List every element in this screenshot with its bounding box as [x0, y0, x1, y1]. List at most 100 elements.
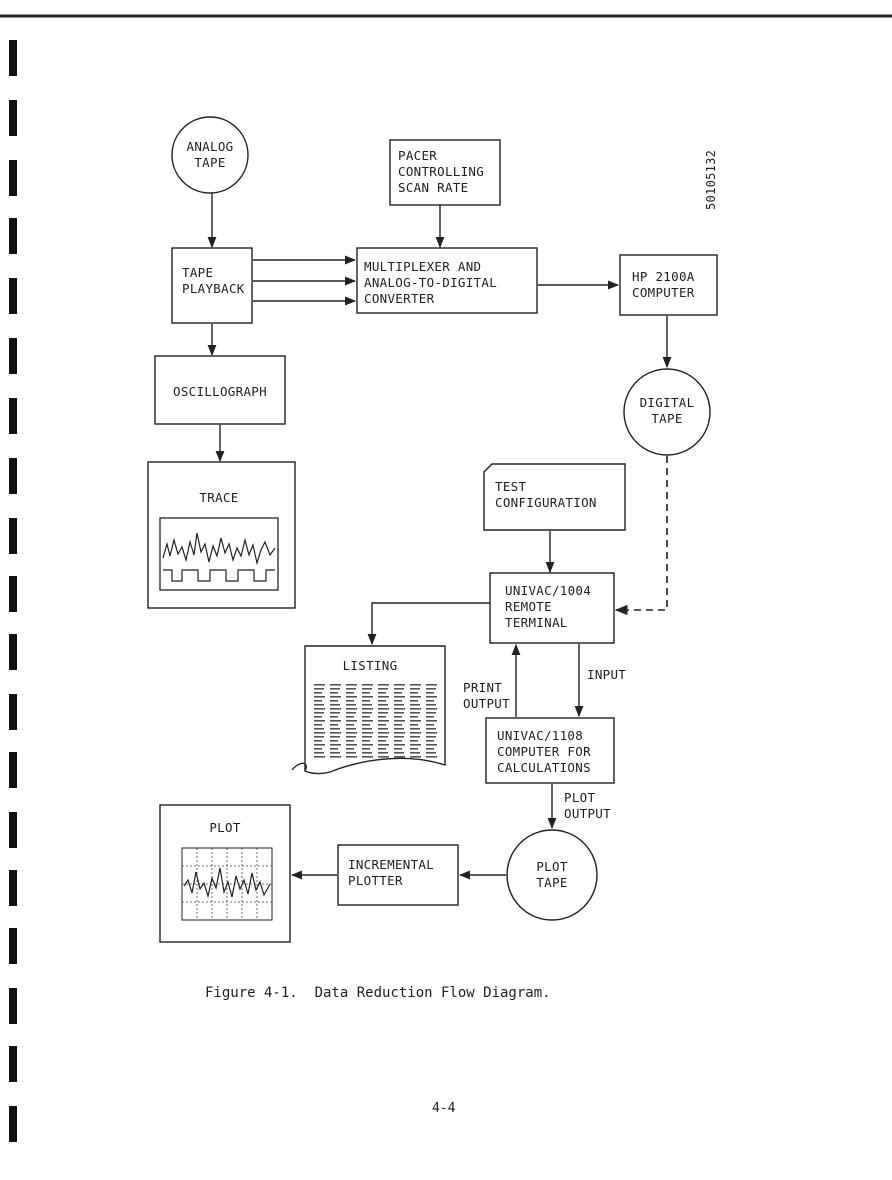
plot-waveform: [183, 867, 271, 899]
listing-print-line: [362, 716, 370, 718]
binder-mark: [9, 278, 17, 314]
listing-print-line: [426, 756, 437, 758]
listing-print-line: [346, 708, 357, 710]
side-code: 50105132: [704, 150, 718, 210]
univac-1004-label-3: TERMINAL: [505, 615, 568, 630]
listing-print-line: [378, 740, 386, 742]
listing-print-line: [362, 732, 373, 734]
listing-print-line: [394, 748, 402, 750]
listing-print-line: [330, 704, 340, 706]
listing-print-line: [394, 700, 402, 702]
listing-print-line: [314, 716, 322, 718]
listing-print-line: [346, 756, 357, 758]
binder-mark: [9, 812, 17, 848]
trace-label: TRACE: [199, 490, 238, 505]
test-configuration-label-2: CONFIGURATION: [495, 495, 597, 510]
listing-print-line: [314, 720, 325, 722]
listing-print-line: [314, 704, 324, 706]
univac-1004-label-2: REMOTE: [505, 599, 552, 614]
plot-output-label-1: PLOT: [564, 790, 595, 805]
tape-playback-node: TAPE PLAYBACK: [171, 247, 253, 324]
listing-print-line: [346, 732, 357, 734]
listing-print-line: [346, 716, 354, 718]
listing-print-line: [394, 732, 405, 734]
listing-print-line: [346, 720, 357, 722]
univac-1108-label-1: UNIVAC/1108: [497, 728, 583, 743]
listing-print-line: [314, 724, 322, 726]
listing-print-line: [346, 688, 356, 690]
listing-print-line: [410, 720, 421, 722]
listing-print-line: [426, 712, 436, 714]
multiplexer-label-3: CONVERTER: [364, 291, 435, 306]
listing-print-line: [362, 692, 370, 694]
hp-computer-label-2: COMPUTER: [632, 285, 695, 300]
listing-print-line: [362, 700, 370, 702]
listing-print-line: [314, 736, 324, 738]
listing-print-line: [314, 684, 325, 686]
listing-print-line: [362, 688, 372, 690]
listing-print-line: [362, 728, 372, 730]
listing-print-line: [362, 724, 370, 726]
listing-print-line: [410, 696, 421, 698]
pacer-label-1: PACER: [398, 148, 437, 163]
listing-print-line: [394, 708, 405, 710]
listing-print-line: [378, 732, 389, 734]
listing-print-line: [426, 732, 437, 734]
listing-print-line: [362, 704, 372, 706]
listing-print-line: [314, 728, 324, 730]
listing-print-line: [330, 684, 341, 686]
listing-print-line: [410, 740, 418, 742]
print-output-label-1: PRINT: [463, 680, 502, 695]
listing-print-line: [362, 740, 370, 742]
trace-node: TRACE: [147, 461, 296, 609]
listing-print-line: [314, 756, 325, 758]
hp-computer-node: HP 2100A COMPUTER: [619, 254, 718, 316]
test-configuration-node: TEST CONFIGURATION: [483, 463, 626, 531]
listing-print-line: [378, 744, 389, 746]
incremental-plotter-node: INCREMENTAL PLOTTER: [337, 844, 459, 906]
digital-tape-label-1: DIGITAL: [640, 395, 695, 410]
trace-strip: [159, 517, 279, 591]
binder-mark: [9, 752, 17, 788]
listing-print-line: [346, 752, 356, 754]
test-configuration-label-1: TEST: [495, 479, 526, 494]
hp-computer-label-1: HP 2100A: [632, 269, 695, 284]
listing-print-line: [410, 692, 418, 694]
binder-mark: [9, 218, 17, 254]
listing-print-line: [314, 708, 325, 710]
listing-print-line: [330, 752, 340, 754]
listing-print-line: [426, 716, 434, 718]
listing-print-line: [410, 704, 420, 706]
listing-print-line: [330, 724, 338, 726]
listing-print-line: [330, 744, 341, 746]
listing-print-line: [394, 756, 405, 758]
listing-node: LISTING: [291, 645, 446, 775]
listing-print-line: [394, 744, 405, 746]
page-number: 4-4: [432, 1101, 456, 1116]
plot-output-label-2: OUTPUT: [564, 806, 611, 821]
listing-print-line: [426, 748, 434, 750]
listing-print-line: [394, 688, 404, 690]
listing-print-line: [378, 720, 389, 722]
input-label: INPUT: [587, 667, 626, 682]
listing-print-line: [378, 712, 388, 714]
listing-print-line: [426, 700, 434, 702]
univac-1108-label-2: COMPUTER FOR: [497, 744, 591, 759]
listing-print-line: [394, 724, 402, 726]
analog-tape-node: ANALOG TAPE: [171, 116, 249, 194]
listing-label: LISTING: [343, 658, 398, 673]
listing-print-line: [314, 740, 322, 742]
print-output-label-2: OUTPUT: [463, 696, 510, 711]
edge-digital-tape-to-univac-1004: [614, 456, 668, 616]
listing-print-line: [378, 688, 388, 690]
binder-mark: [9, 398, 17, 434]
listing-print-line: [426, 692, 434, 694]
listing-print-line: [330, 740, 338, 742]
listing-print-line: [394, 752, 404, 754]
plot-tape-label-2: TAPE: [536, 875, 567, 890]
listing-print-line: [426, 724, 434, 726]
binder-mark: [9, 928, 17, 964]
edge-univac-1004-to-listing: [367, 602, 490, 646]
listing-print-line: [394, 720, 405, 722]
